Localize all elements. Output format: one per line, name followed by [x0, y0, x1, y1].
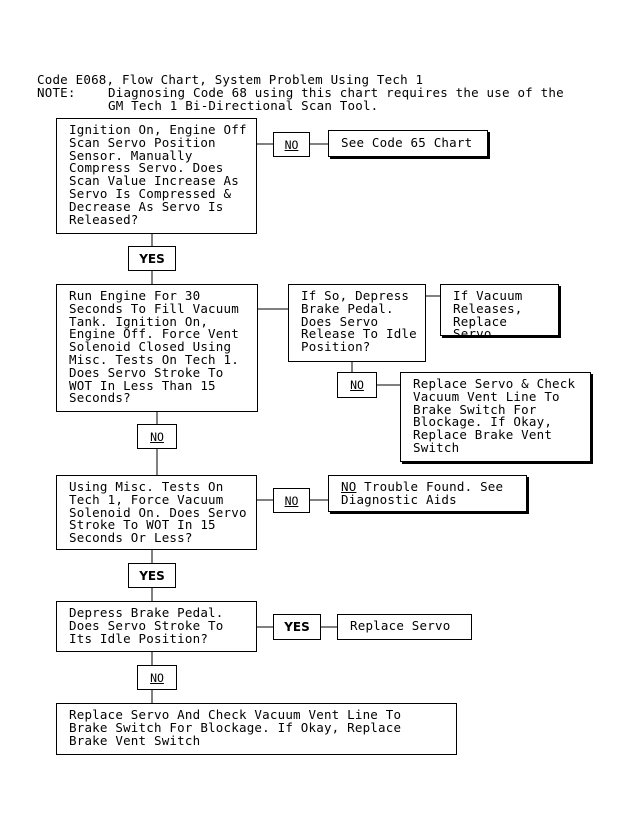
answer-no-2: NO — [137, 424, 177, 449]
no-trouble-prefix: NO — [341, 479, 357, 494]
answer-no-1: NO — [273, 132, 310, 157]
answer-no-label: NO — [284, 137, 299, 152]
result-box-code-65: See Code 65 Chart — [328, 130, 488, 157]
note-line-1: Diagnosing Code 68 using this chart requ… — [108, 85, 564, 100]
result-box-final: Replace Servo And Check Vacuum Vent Line… — [56, 703, 457, 755]
question-box-depress-brake: If So, Depress Brake Pedal. Does Servo R… — [288, 284, 426, 362]
question-box-brake-idle: Depress Brake Pedal. Does Servo Stroke T… — [56, 601, 257, 652]
result-box-replace-servo: Replace Servo — [337, 614, 472, 640]
result-box-no-trouble: NO Trouble Found. See Diagnostic Aids — [328, 475, 527, 512]
answer-no-3: NO — [273, 488, 310, 513]
question-box-scan-servo: Ignition On, Engine Off Scan Servo Posit… — [56, 118, 257, 234]
answer-no-label: NO — [284, 493, 299, 508]
answer-no-2b: NO — [337, 372, 377, 398]
chart-title: Code E068, Flow Chart, System Problem Us… — [37, 72, 424, 87]
result-box-vacuum-releases: If Vacuum Releases, Replace Servo — [440, 284, 559, 340]
note-label: NOTE: — [37, 85, 76, 100]
answer-yes-4: YES — [273, 614, 321, 640]
answer-no-label: NO — [350, 378, 364, 392]
answer-yes-3: YES — [128, 563, 176, 588]
no-trouble-text: Trouble Found. See Diagnostic Aids — [341, 479, 504, 507]
question-box-vacuum-solenoid: Using Misc. Tests On Tech 1, Force Vacuu… — [56, 475, 257, 550]
answer-yes-1: YES — [128, 246, 176, 271]
answer-no-4: NO — [137, 665, 177, 690]
question-box-vacuum-tank: Run Engine For 30 Seconds To Fill Vacuum… — [56, 284, 258, 412]
result-box-replace-servo-check: Replace Servo & Check Vacuum Vent Line T… — [400, 372, 591, 462]
answer-no-label: NO — [150, 429, 164, 444]
answer-no-label: NO — [150, 670, 164, 685]
note-line-2: GM Tech 1 Bi-Directional Scan Tool. — [108, 98, 379, 113]
